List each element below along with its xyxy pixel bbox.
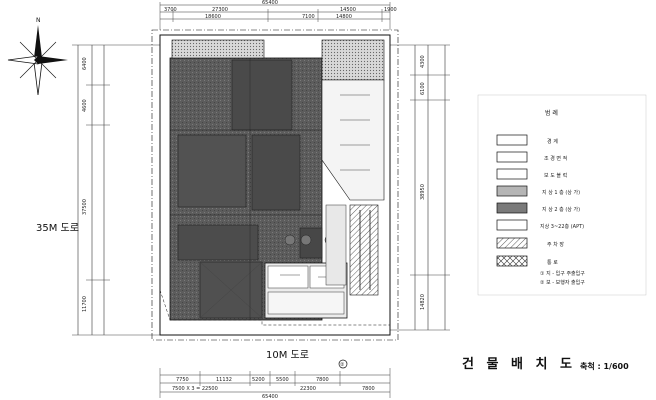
- legend-label-0: 경 계: [547, 138, 558, 145]
- dim-top-d: 1900: [384, 7, 397, 13]
- right-dimensions: 4300 6100 38950 14820: [390, 44, 450, 331]
- dim-bot-a: 7750: [176, 377, 189, 383]
- legend-label-2: 보 도 블 럭: [544, 172, 567, 179]
- svg-text:N: N: [36, 17, 41, 24]
- legend-swatch-floor2: [496, 202, 528, 214]
- dim-bot2-a: 7500 X 3 = 22500: [172, 386, 218, 392]
- legend-label-7: 통 로: [547, 260, 558, 266]
- legend-note-1: ② 보 - 보행자 출입구: [540, 279, 585, 286]
- legend-label-5: 지상 3~22층 (APT): [540, 223, 584, 230]
- dim-left-b: 4600: [82, 99, 88, 112]
- dim-left-a: 6400: [82, 57, 88, 70]
- dim-right-b: 6100: [420, 82, 426, 95]
- legend-swatch-boundary: [496, 134, 528, 146]
- dim-top2-a: 18600: [205, 14, 221, 20]
- dim-right-c: 38950: [420, 184, 426, 200]
- dim-top-c: 14500: [340, 7, 356, 13]
- drawing-title: 건 물 배 치 도: [462, 356, 576, 372]
- site-boundary: [159, 34, 391, 336]
- dim-top2-b: 7100: [302, 14, 315, 20]
- legend-note-0: ① 지 - 입구 주출입구: [540, 270, 585, 277]
- legend-label-1: 조 경 면 적: [544, 155, 567, 162]
- dim-left-c: 37500: [82, 199, 88, 215]
- dim-top-b: 27300: [212, 7, 228, 13]
- legend-swatch-landscape: [496, 151, 528, 163]
- legend-label-3: 지 상 1 층 (상 가): [542, 189, 580, 196]
- legend-swatch-floor1: [496, 185, 528, 197]
- left-dimensions: 6400 4600 37500 11700: [72, 44, 160, 336]
- dim-right-a: 4300: [420, 55, 426, 68]
- dim-bot-c: 5200: [252, 377, 265, 383]
- dim-bot-total: 65400: [262, 394, 278, 400]
- legend-swatch-apt: [496, 219, 528, 231]
- setback-line: [159, 289, 390, 326]
- east-walkway: [321, 39, 385, 296]
- legend-header: 범 례: [545, 109, 558, 117]
- road-west-label: 35M 도로: [36, 223, 79, 234]
- legend-swatch-paving: [496, 168, 528, 180]
- legend: 범 례 경 계 조 경 면 적 보 도 블 럭 지 상 1 층 (상 가) 지 …: [477, 94, 647, 296]
- dim-bot-b: 11132: [216, 377, 232, 383]
- legend-label-6: 주 차 장: [547, 241, 564, 248]
- dim-left-d: 11700: [82, 296, 88, 312]
- dim-top2-c: 14800: [336, 14, 352, 20]
- dim-right-d: 14820: [420, 294, 426, 310]
- road-marker-circle: [338, 359, 348, 369]
- dim-bot-d: 5500: [276, 377, 289, 383]
- drawing-scale: 축척 : 1/600: [580, 361, 629, 371]
- legend-swatch-parking: [496, 237, 528, 249]
- legend-label-4: 지 상 2 층 (상 가): [542, 206, 580, 213]
- legend-swatch-passage: [496, 255, 528, 267]
- dim-top-total: 65400: [262, 0, 278, 6]
- top-dimensions: 65400 3700 27300 14500 1900 18600 7100 1…: [159, 0, 397, 30]
- road-boundary: [151, 29, 399, 341]
- bottom-dimensions: 7750 11132 5200 5500 7800 7500 X 3 = 225…: [159, 368, 391, 400]
- north-arrow-icon: N: [7, 17, 68, 96]
- dim-bot2-b: 22300: [300, 386, 316, 392]
- road-south-label: 10M 도로: [266, 350, 309, 361]
- dim-bot2-c: 7800: [362, 386, 375, 392]
- road-marker-label: ②: [340, 362, 345, 368]
- dim-top-a: 3700: [164, 7, 177, 13]
- dim-bot-e: 7800: [316, 377, 329, 383]
